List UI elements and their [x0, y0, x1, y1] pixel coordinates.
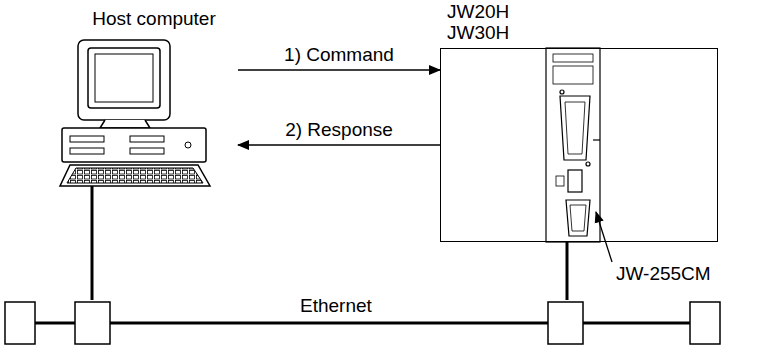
- model-name: JW30H: [447, 22, 509, 43]
- edge-label: 2) Response: [283, 119, 395, 140]
- part-label: JW-255CM: [616, 263, 711, 284]
- network-label: Ethernet: [300, 295, 372, 316]
- host-computer-picture: [60, 40, 210, 186]
- edge-label: 1) Command: [282, 44, 396, 65]
- device-name: Host computer: [70, 8, 238, 29]
- host-computer: Host computer: [70, 8, 238, 186]
- module-picture: [546, 48, 600, 242]
- message-arrow: [238, 69, 440, 71]
- plc-unit: JW20HJW30H: [440, 48, 718, 242]
- message-arrow: [238, 144, 440, 146]
- leader-line: [596, 212, 612, 262]
- ethernet-wiring: [5, 186, 720, 344]
- model-name: JW20H: [447, 1, 509, 22]
